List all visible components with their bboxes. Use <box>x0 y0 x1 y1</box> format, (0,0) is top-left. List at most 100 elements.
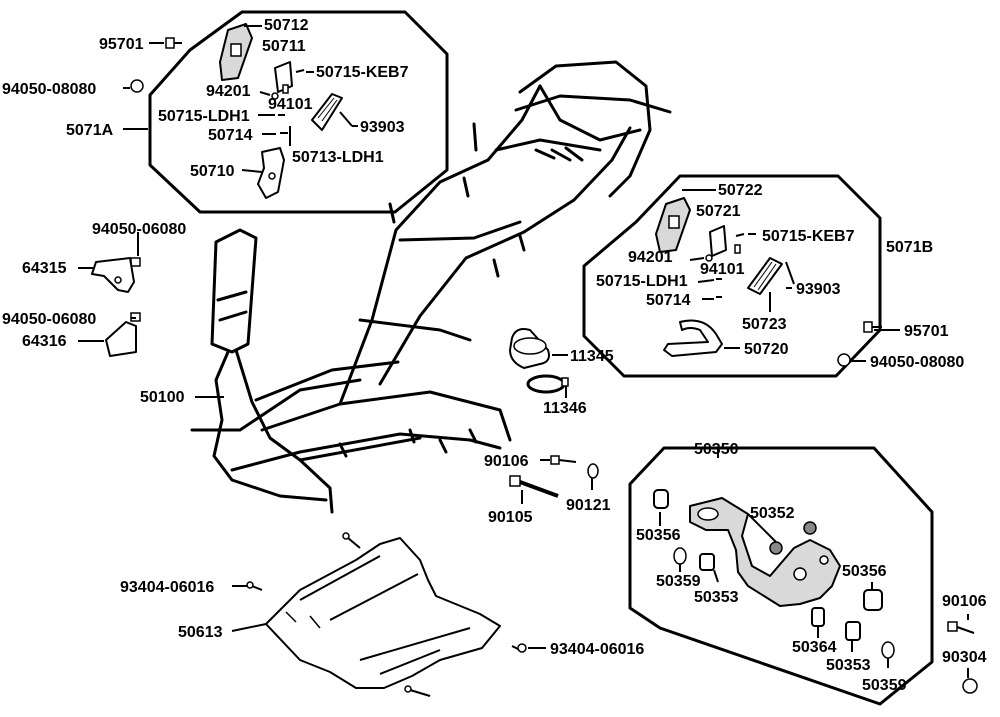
label-50720: 50720 <box>744 341 789 358</box>
nut-94101-b-icon <box>734 244 741 254</box>
label-5071b: 5071B <box>886 239 933 256</box>
kit-50350-box <box>628 446 934 706</box>
label-50723: 50723 <box>742 316 787 333</box>
label-64315: 64315 <box>22 260 67 277</box>
label-93404-06016-a: 93404-06016 <box>120 579 214 596</box>
bolt-95701-top-icon <box>165 37 182 49</box>
label-50715-keb7-a: 50715-KEB7 <box>316 64 409 81</box>
label-50353-a: 50353 <box>694 589 739 606</box>
bolt-90106-right-icon <box>947 621 975 634</box>
ribbed-pad-50723-icon <box>747 257 783 295</box>
label-50356-a: 50356 <box>636 527 681 544</box>
label-50359-b: 50359 <box>862 677 907 694</box>
bolt-94201-a-icon <box>271 92 279 100</box>
pin-93903-b-icon <box>785 261 795 285</box>
bracket-50721-icon <box>709 225 727 257</box>
label-94050-06080-b: 94050-06080 <box>2 311 96 328</box>
label-95701-top: 95701 <box>99 36 144 53</box>
bolt-90105-icon <box>509 475 559 498</box>
floor-panel-icon <box>265 537 501 689</box>
label-90106-mid: 90106 <box>484 453 529 470</box>
scooter-frame-icon <box>190 60 672 514</box>
footrest-tube-50720-icon <box>663 319 723 357</box>
washer-90121-icon <box>587 463 599 479</box>
ribbed-pad-50713-ldh1-icon <box>311 93 343 131</box>
bolt-94201-b-icon <box>705 254 713 262</box>
label-94101-a: 94101 <box>268 96 313 113</box>
bracket-64316-icon <box>105 321 137 357</box>
label-50353-b: 50353 <box>826 657 871 674</box>
screw-50715-keb7-a-icon <box>295 69 305 73</box>
label-50350: 50350 <box>694 441 739 458</box>
label-50364: 50364 <box>792 639 837 656</box>
label-94201-b: 94201 <box>628 249 673 266</box>
label-50359-a: 50359 <box>656 573 701 590</box>
screw-50715-keb7-b-icon <box>735 233 745 237</box>
bracket-64315-icon <box>91 257 135 293</box>
nut-94050-08080-right-icon <box>837 353 851 367</box>
footrest-bracket-50710-icon <box>257 147 285 199</box>
label-50715-keb7-b: 50715-KEB7 <box>762 228 855 245</box>
screw-93404-06016-b-icon <box>511 643 527 653</box>
label-11346: 11346 <box>543 400 587 417</box>
kit-5071b-box <box>582 174 882 378</box>
nut-94050-08080-top-icon <box>130 79 144 93</box>
bracket-plate-50722-icon <box>655 197 691 253</box>
label-94050-08080-right: 94050-08080 <box>870 354 964 371</box>
pin-93903-a-icon <box>339 111 353 127</box>
bushing-50356-b-icon <box>863 589 883 611</box>
label-93903-a: 93903 <box>360 119 405 136</box>
label-90106-right: 90106 <box>942 593 987 610</box>
label-50100: 50100 <box>140 389 185 406</box>
label-50714-a: 50714 <box>208 127 253 144</box>
nut-90304-icon <box>962 678 978 694</box>
collar-50359-b-icon <box>881 641 895 659</box>
label-50352: 50352 <box>750 505 795 522</box>
label-5071a: 5071A <box>66 122 114 139</box>
label-93404-06016-b: 93404-06016 <box>550 641 644 658</box>
damper-50352-b-icon <box>803 521 817 535</box>
nut-94101-a-icon <box>282 84 289 94</box>
engine-hanger-bracket-icon <box>689 497 841 607</box>
hose-11345-icon <box>509 328 550 369</box>
label-93903-b: 93903 <box>796 281 841 298</box>
damper-50352-a-icon <box>769 541 783 555</box>
part-labels: 95701 94050-08080 5071A 50712 50711 9420… <box>2 17 987 694</box>
label-94101-b: 94101 <box>700 261 745 278</box>
label-50722: 50722 <box>718 182 763 199</box>
label-50721: 50721 <box>696 203 741 220</box>
label-50715-ldh1-a: 50715-LDH1 <box>158 108 250 125</box>
screw-93404-06016-a-icon <box>246 581 263 591</box>
label-64316: 64316 <box>22 333 67 350</box>
label-90105: 90105 <box>488 509 533 526</box>
label-50613: 50613 <box>178 624 223 641</box>
collar-50359-a-icon <box>673 547 687 565</box>
bracket-plate-50712-icon <box>219 23 253 81</box>
label-50356-b: 50356 <box>842 563 887 580</box>
kit-5071a-box <box>148 10 449 214</box>
label-50714-b: 50714 <box>646 292 691 309</box>
bolt-90106-mid-icon <box>550 455 577 465</box>
bushing-50356-a-icon <box>653 489 669 509</box>
label-50715-ldh1-b: 50715-LDH1 <box>596 273 688 290</box>
collar-50353-b-icon <box>845 621 861 641</box>
label-50713-ldh1: 50713-LDH1 <box>292 149 384 166</box>
screw-93404-06016-top-icon <box>342 532 361 549</box>
collar-50364-icon <box>811 607 825 627</box>
label-90304: 90304 <box>942 649 987 666</box>
bolt-94050-06080-a-icon <box>130 257 141 267</box>
label-94050-08080-top: 94050-08080 <box>2 81 96 98</box>
label-94050-06080-a: 94050-06080 <box>92 221 186 238</box>
label-94201-a: 94201 <box>206 83 251 100</box>
label-11345: 11345 <box>570 348 614 365</box>
clamp-11346-icon <box>526 374 569 394</box>
screw-93404-06016-bottom-icon <box>404 685 431 697</box>
label-95701-right: 95701 <box>904 323 949 340</box>
label-90121: 90121 <box>566 497 611 514</box>
label-50711: 50711 <box>262 38 306 55</box>
bolt-95701-right-icon <box>863 321 882 333</box>
leader-lines <box>78 25 969 678</box>
collar-50353-a-icon <box>699 553 715 571</box>
label-50710: 50710 <box>190 163 235 180</box>
